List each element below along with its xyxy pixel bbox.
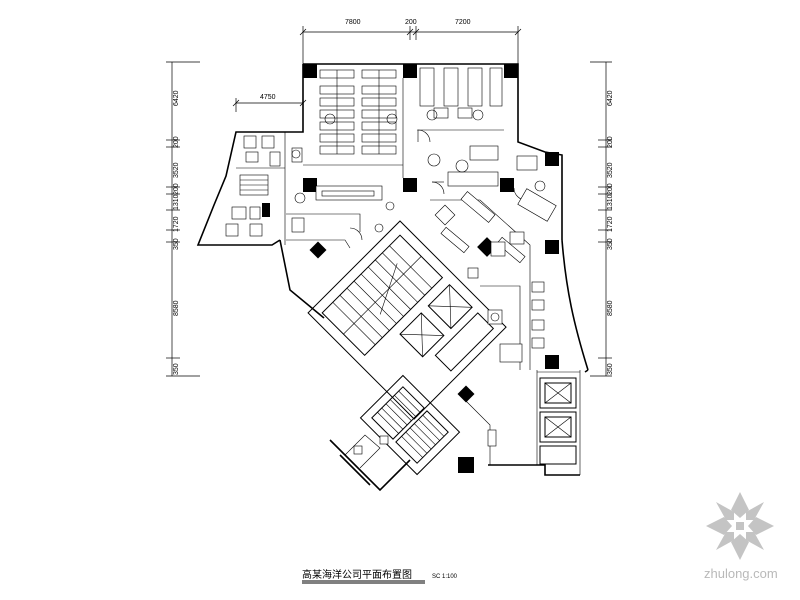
left-dim-350a: 350 (173, 238, 180, 250)
right-dim-350a: 350 (607, 238, 614, 250)
column (458, 457, 474, 473)
lower-stair (359, 374, 461, 476)
left-dim-6420: 6420 (173, 90, 180, 106)
zhulong-logo-icon (706, 492, 774, 560)
column (545, 355, 559, 369)
column (504, 64, 518, 78)
top-dim-2: 200 (405, 19, 417, 26)
right-dim-1310: 1310 (607, 194, 614, 210)
open-office-right (417, 67, 538, 195)
structural-columns (262, 64, 559, 473)
central-core (307, 220, 507, 420)
left-top-dim: 4750 (260, 94, 276, 101)
right-dimension-chain: 6420 200 3520 200 1310 1720 350 8580 350 (590, 61, 614, 377)
right-dim-3520: 3520 (607, 162, 614, 178)
watermark-text: zhulong.com (704, 566, 778, 581)
left-dim-1310: 1310 (173, 194, 180, 210)
column (545, 152, 559, 166)
left-dim-200a: 200 (173, 136, 180, 148)
column (545, 240, 559, 254)
drawing-title-block: 高某海洋公司平面布置图 SC 1:100 (302, 568, 458, 584)
column (262, 203, 270, 217)
exterior-walls (196, 63, 589, 492)
left-dim-1720: 1720 (173, 216, 180, 232)
column (309, 241, 327, 259)
column (403, 64, 417, 78)
column (403, 178, 417, 192)
right-dim-1720: 1720 (607, 216, 614, 232)
left-dim-200b: 200 (173, 183, 180, 195)
left-dimension-chain: 6420 200 3520 200 1310 1720 350 8580 350 (166, 61, 200, 377)
column (303, 178, 317, 192)
right-dim-350b: 350 (607, 363, 614, 375)
left-dim-350b: 350 (173, 363, 180, 375)
column (303, 64, 317, 78)
left-dim-3520: 3520 (173, 162, 180, 178)
top-dim-1: 7800 (345, 19, 361, 26)
right-dim-200a: 200 (607, 136, 614, 148)
top-dim-3: 7200 (455, 19, 471, 26)
right-dim-200b: 200 (607, 183, 614, 195)
drawing-scale: SC 1:100 (432, 574, 458, 580)
middle-room (286, 213, 384, 249)
right-dim-8580: 8580 (607, 300, 614, 316)
open-office-left (294, 69, 404, 211)
left-dim-8580: 8580 (173, 300, 180, 316)
top-dimension-chain: 7800 200 7200 (299, 19, 522, 68)
column (457, 385, 475, 403)
drawing-title: 高某海洋公司平面布置图 (302, 568, 412, 581)
dim-4750: 4750 (232, 94, 307, 112)
lower-left-rooms (344, 394, 497, 469)
right-wing (430, 180, 557, 370)
right-dim-6420: 6420 (607, 90, 614, 106)
elevator-bank (537, 371, 580, 465)
restroom-block (225, 131, 305, 245)
column (500, 178, 514, 192)
